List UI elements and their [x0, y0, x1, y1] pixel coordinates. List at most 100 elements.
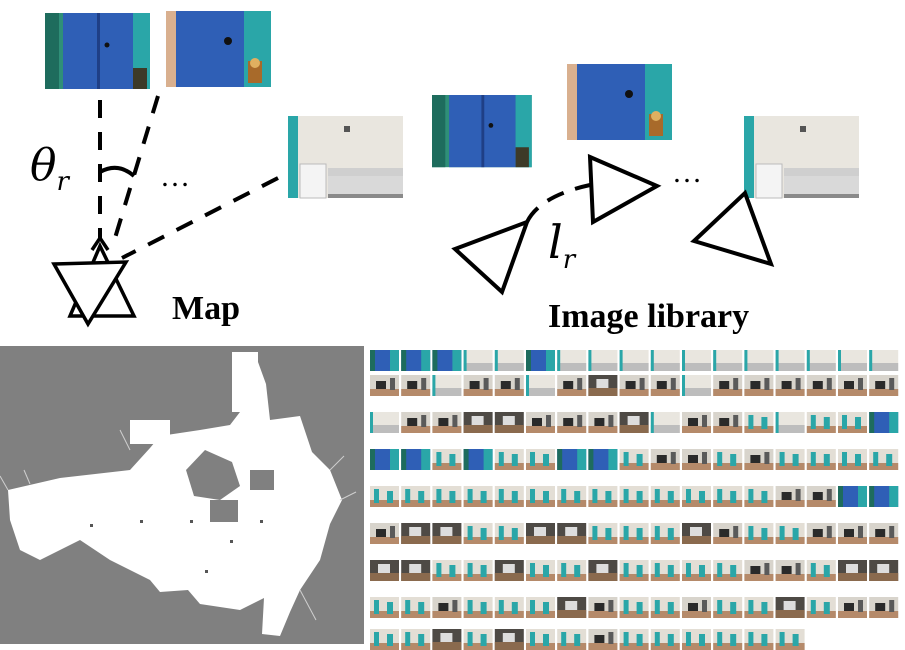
library-thumbnail	[713, 597, 743, 618]
map-label: Map	[172, 290, 240, 327]
library-thumbnail	[494, 629, 524, 650]
library-thumbnail	[650, 412, 680, 433]
library-thumbnail	[588, 375, 618, 396]
library-thumbnail	[463, 412, 493, 433]
library-thumbnail	[526, 350, 555, 371]
library-thumbnail	[370, 629, 399, 650]
library-thumbnail	[370, 350, 399, 371]
library-thumbnail	[650, 449, 680, 470]
library-thumbnail	[650, 560, 680, 581]
library-thumbnail	[869, 560, 899, 581]
library-thumbnail	[370, 523, 399, 544]
library-thumbnail	[682, 412, 711, 433]
library-thumbnail	[526, 523, 555, 544]
library-thumbnail	[588, 350, 618, 371]
library-thumbnail	[463, 597, 493, 618]
camera-pose-icon	[451, 153, 775, 296]
library-thumbnail	[432, 523, 462, 544]
library-thumbnail	[370, 486, 399, 507]
ellipsis-left: …	[160, 160, 196, 193]
library-thumbnail	[526, 412, 555, 433]
library-thumbnail	[588, 523, 618, 544]
library-thumbnail	[806, 375, 836, 396]
library-thumbnail	[713, 486, 743, 507]
library-thumbnail	[401, 412, 431, 433]
image-library-mosaic	[370, 350, 899, 650]
library-thumbnail	[370, 375, 399, 396]
library-thumbnail	[526, 449, 555, 470]
library-thumbnail	[494, 486, 524, 507]
library-thumbnail	[557, 375, 587, 396]
library-thumbnail	[432, 597, 462, 618]
library-thumbnail	[744, 449, 774, 470]
library-thumbnail	[744, 523, 774, 544]
library-thumbnail	[838, 486, 867, 507]
library-thumbnail	[744, 412, 774, 433]
library-thumbnail	[713, 375, 743, 396]
library-thumbnail	[806, 412, 836, 433]
library-thumbnail	[775, 412, 805, 433]
library-thumbnail	[588, 412, 618, 433]
library-thumbnail	[370, 560, 399, 581]
library-thumbnail	[806, 486, 836, 507]
photo-door-a	[45, 13, 150, 89]
library-thumbnail	[619, 597, 649, 618]
library-thumbnail	[557, 486, 587, 507]
library-thumbnail	[775, 375, 805, 396]
library-thumbnail	[370, 597, 399, 618]
photo-wall-a	[287, 115, 404, 199]
library-thumbnail	[619, 629, 649, 650]
library-thumbnail	[682, 375, 711, 396]
library-thumbnail	[526, 597, 555, 618]
library-thumbnail	[463, 629, 493, 650]
library-thumbnail	[557, 629, 587, 650]
library-thumbnail	[869, 350, 899, 371]
library-thumbnail	[650, 523, 680, 544]
library-thumbnail	[463, 375, 493, 396]
library-thumbnail	[557, 449, 587, 470]
library-thumbnail	[619, 523, 649, 544]
library-thumbnail	[682, 486, 711, 507]
library-thumbnail	[713, 629, 743, 650]
library-thumbnail	[775, 350, 805, 371]
library-thumbnail	[806, 560, 836, 581]
library-thumbnail	[401, 449, 431, 470]
library-thumbnail	[744, 350, 774, 371]
library-thumbnail	[619, 560, 649, 581]
library-thumbnail	[588, 629, 618, 650]
library-thumbnail	[526, 629, 555, 650]
library-thumbnail	[557, 523, 587, 544]
library-thumbnail	[401, 375, 431, 396]
library-thumbnail	[401, 597, 431, 618]
library-thumbnail	[775, 629, 805, 650]
library-thumbnail	[713, 350, 743, 371]
library-thumbnail	[432, 449, 462, 470]
path-label-l: lr	[548, 215, 576, 276]
library-thumbnail	[432, 350, 462, 371]
library-thumbnail	[401, 523, 431, 544]
library-thumbnail	[557, 350, 587, 371]
library-thumbnail	[806, 523, 836, 544]
library-thumbnail	[494, 375, 524, 396]
library-thumbnail	[713, 449, 743, 470]
library-thumbnail	[432, 486, 462, 507]
library-thumbnail	[744, 597, 774, 618]
library-thumbnail	[838, 560, 867, 581]
library-thumbnail	[775, 486, 805, 507]
library-thumbnail	[682, 560, 711, 581]
library-thumbnail	[806, 449, 836, 470]
occupancy-map	[0, 346, 364, 644]
library-thumbnail	[557, 412, 587, 433]
library-thumbnail	[432, 375, 462, 396]
library-thumbnail	[370, 449, 399, 470]
library-thumbnail	[432, 629, 462, 650]
photo-door-b	[166, 11, 271, 87]
library-thumbnail	[370, 412, 399, 433]
library-thumbnail	[619, 486, 649, 507]
library-thumbnail	[682, 597, 711, 618]
library-thumbnail	[494, 350, 524, 371]
library-thumbnail	[650, 597, 680, 618]
library-thumbnail	[838, 523, 867, 544]
angle-label-theta: θr	[30, 140, 69, 197]
